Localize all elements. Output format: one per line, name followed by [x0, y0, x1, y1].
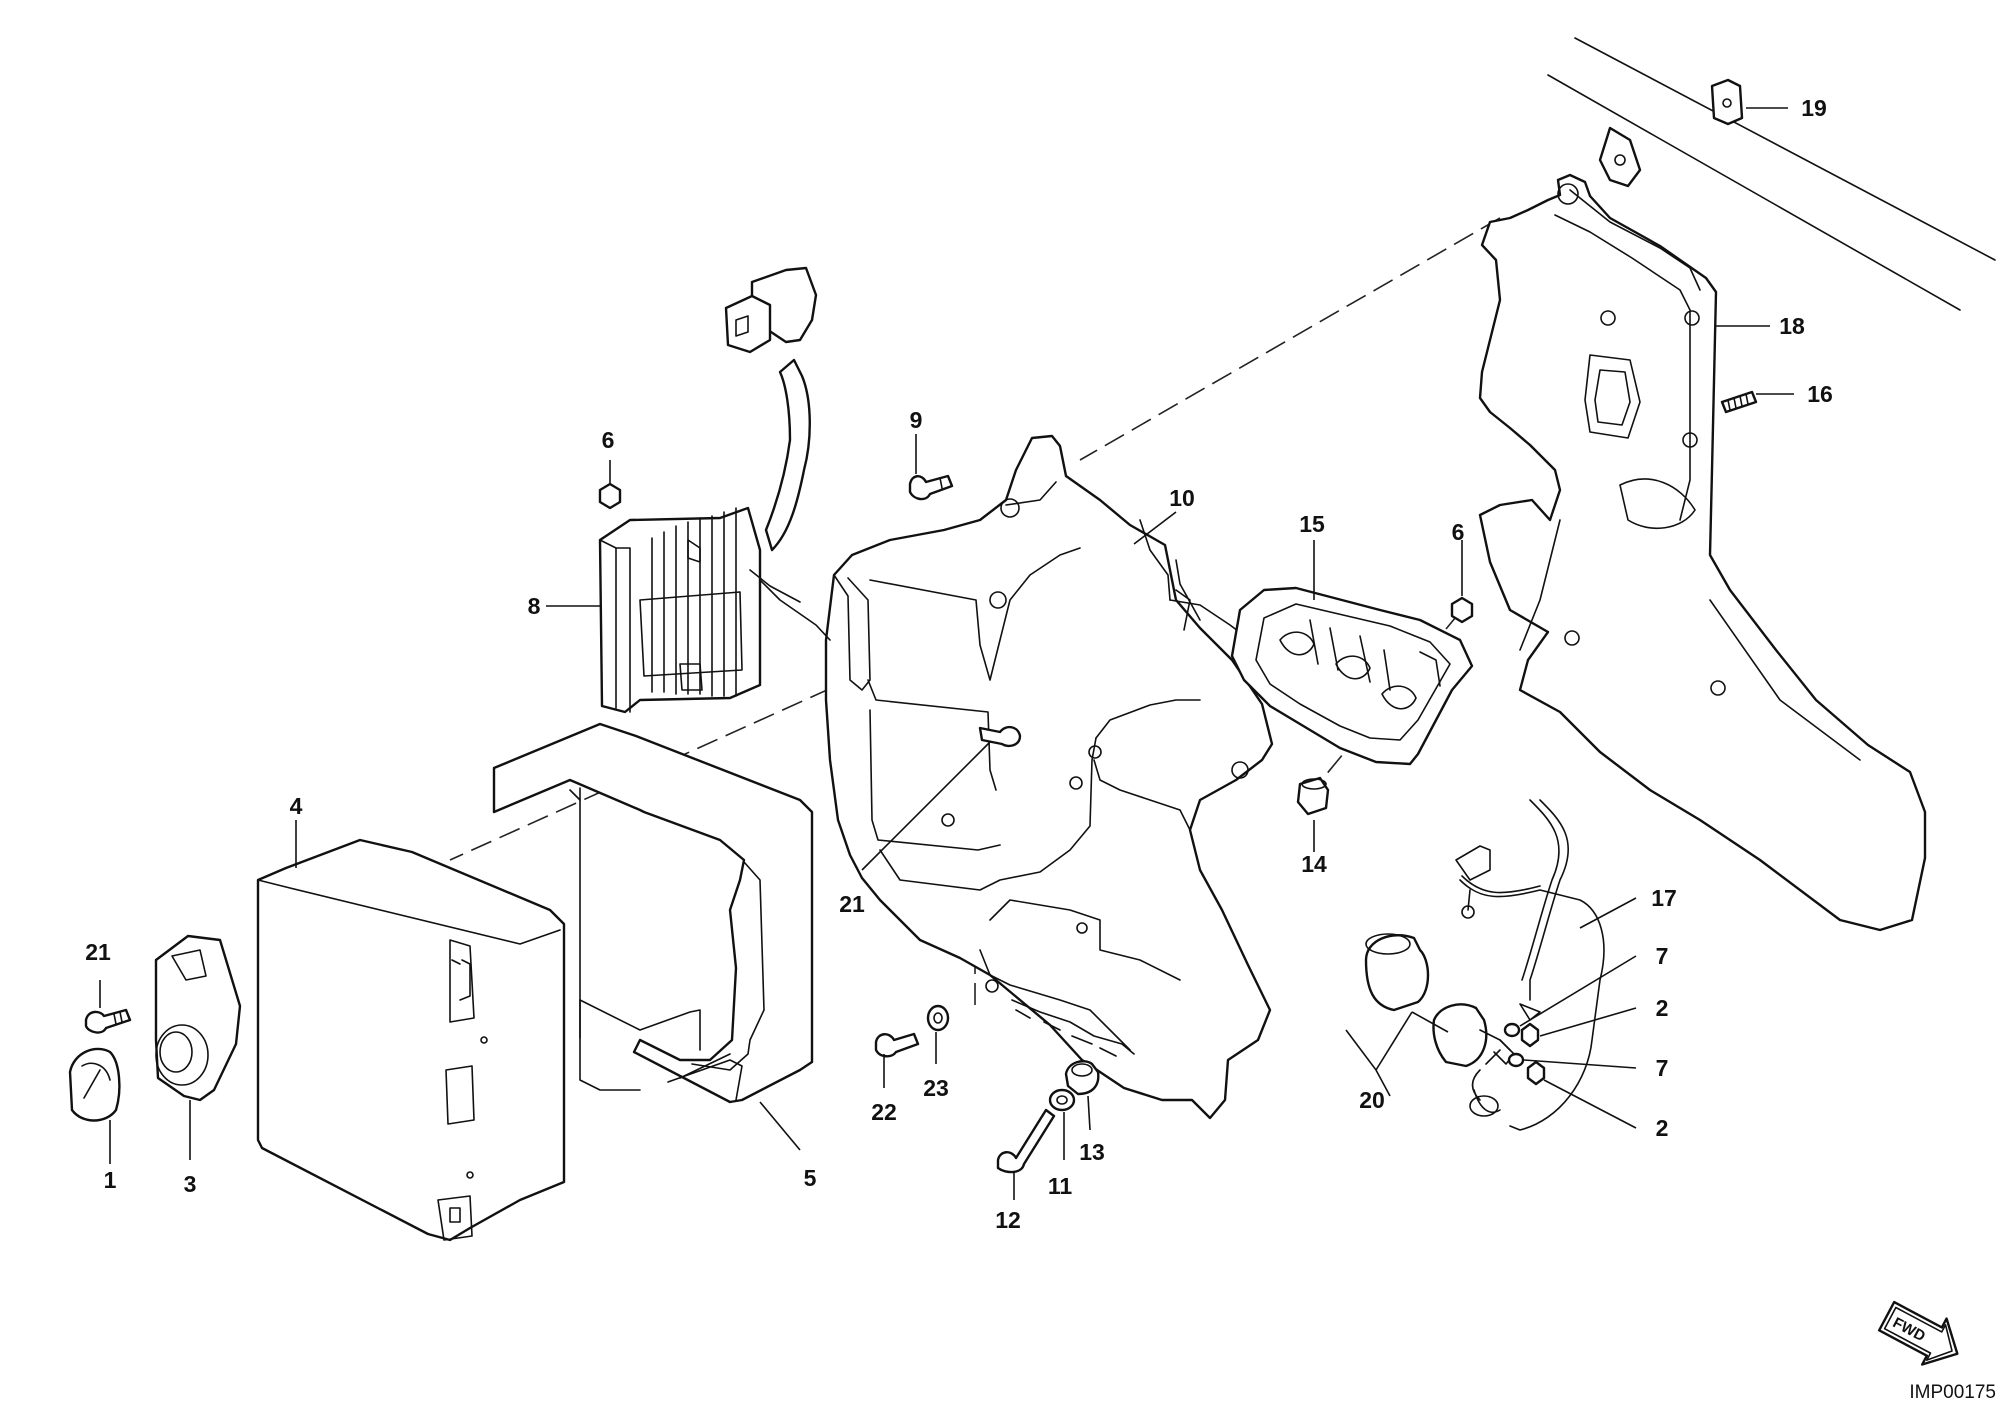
- part-23-washer: [926, 1004, 950, 1032]
- callout-2-lower: 2: [1656, 1115, 1669, 1141]
- part-22-screw: [874, 1032, 920, 1058]
- part-21-screw-left: [84, 1008, 132, 1034]
- part-9-screw: [908, 474, 954, 501]
- part-2-nut-lower: [1526, 1060, 1546, 1086]
- part-19-clip: [1598, 78, 1744, 188]
- part-21-screw-center: [978, 725, 1022, 748]
- callout-23: 23: [923, 1075, 949, 1101]
- callout-2-upper: 2: [1656, 995, 1669, 1021]
- callout-13: 13: [1079, 1139, 1105, 1165]
- callout-17: 17: [1651, 885, 1677, 911]
- callout-21-left: 21: [85, 939, 111, 965]
- part-3-bracket-plate: [154, 934, 242, 1102]
- callout-4: 4: [290, 793, 303, 819]
- part-1-cap: [68, 1047, 121, 1122]
- callout-11: 11: [1048, 1173, 1073, 1199]
- part-14-grommet: [1296, 776, 1330, 816]
- part-6-nut-right: [1450, 596, 1474, 624]
- callout-6-right: 6: [1452, 519, 1465, 545]
- callout-7-upper: 7: [1656, 943, 1669, 969]
- callout-18: 18: [1779, 313, 1805, 339]
- leader-lines: [99, 107, 1794, 1200]
- part-2-nut-upper: [1520, 1022, 1540, 1048]
- callout-21-center: 21: [839, 891, 865, 917]
- part-5-cover: [492, 722, 814, 1104]
- callout-5: 5: [804, 1165, 817, 1191]
- part-15-holder: [1230, 586, 1474, 766]
- part-12-screw: [996, 1108, 1056, 1174]
- callout-20: 20: [1359, 1087, 1385, 1113]
- callout-22: 22: [871, 1099, 897, 1125]
- callout-19: 19: [1801, 95, 1827, 121]
- callout-14: 14: [1301, 851, 1327, 877]
- part-8-regulator: [598, 266, 831, 714]
- callout-3: 3: [184, 1171, 197, 1197]
- part-18-bracket: [1478, 37, 1996, 932]
- part-11-washer: [1048, 1088, 1076, 1112]
- forward-direction-icon: FWD: [1877, 1300, 1959, 1366]
- part-13-grommet: [1064, 1060, 1100, 1096]
- callout-15: 15: [1299, 511, 1325, 537]
- part-16-screw: [1720, 390, 1758, 414]
- image-code: IMP00175: [1909, 1382, 1996, 1403]
- callout-12: 12: [995, 1207, 1021, 1233]
- part-7-washer-lower: [1507, 1052, 1525, 1068]
- callout-10: 10: [1169, 485, 1195, 511]
- part-20-relay: [1364, 933, 1511, 1068]
- callout-labels: 1 3 21 4 5 6 8 9 10 21 22 23 12 11 13 15…: [85, 95, 1833, 1233]
- callout-9: 9: [910, 407, 923, 433]
- callout-1: 1: [104, 1167, 117, 1193]
- part-17-wiring: [1455, 799, 1605, 1131]
- callout-7-lower: 7: [1656, 1055, 1669, 1081]
- callout-8: 8: [528, 593, 541, 619]
- part-4-ecu-box: [256, 838, 566, 1242]
- callout-6-left: 6: [602, 427, 615, 453]
- part-6-nut-left: [598, 482, 622, 510]
- callout-16: 16: [1807, 381, 1833, 407]
- part-7-washer-upper: [1503, 1022, 1521, 1038]
- part-10-support: [824, 434, 1274, 1120]
